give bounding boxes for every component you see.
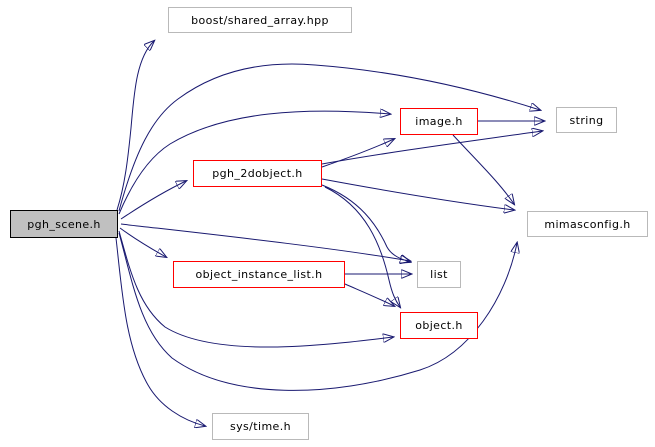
node-object-instance-list-h-label: object_instance_list.h xyxy=(195,268,323,281)
node-pgh-scene-h-label: pgh_scene.h xyxy=(27,217,101,231)
edge-pgh-scene-to-sys-time xyxy=(115,237,205,426)
edge-pgh-scene-to-boost-shared-array xyxy=(116,41,154,211)
node-mimasconfig-h: mimasconfig.h xyxy=(527,211,648,237)
edge-pgh-scene-to-pgh-2dobject xyxy=(120,181,186,220)
edge-pgh-2dobject-to-string xyxy=(321,131,542,165)
node-list: list xyxy=(417,261,461,288)
node-string: string xyxy=(556,107,617,133)
edge-pgh-2dobject-to-object xyxy=(324,186,400,307)
edge-pgh-2dobject-to-mimasconfig xyxy=(321,178,514,210)
node-string-label: string xyxy=(569,113,604,127)
edge-object-instance-list-to-object xyxy=(344,283,394,306)
edge-pgh-scene-to-mimasconfig xyxy=(118,232,517,391)
edge-image-to-mimasconfig xyxy=(452,134,514,204)
node-image-h-label: image.h xyxy=(415,115,463,128)
node-pgh-scene-h: pgh_scene.h xyxy=(10,210,118,238)
edge-pgh-scene-to-object-instance-list xyxy=(119,227,166,257)
node-list-label: list xyxy=(430,268,448,281)
edge-pgh-scene-to-string xyxy=(118,63,540,212)
node-boost-shared-array-hpp-label: boost/shared_array.hpp xyxy=(191,13,329,27)
node-object-h-label: object.h xyxy=(415,319,463,332)
edge-pgh-2dobject-to-list xyxy=(321,184,410,262)
edge-pgh-scene-to-image xyxy=(118,111,390,215)
edge-pgh-2dobject-to-image xyxy=(321,139,394,168)
node-mimasconfig-h-label: mimasconfig.h xyxy=(544,217,631,231)
node-pgh-2dobject-h[interactable]: pgh_2dobject.h xyxy=(193,160,322,187)
node-boost-shared-array-hpp: boost/shared_array.hpp xyxy=(168,7,352,33)
edge-pgh-scene-to-object xyxy=(118,230,393,348)
node-image-h[interactable]: image.h xyxy=(400,108,478,135)
edge-pgh-scene-to-list xyxy=(120,223,410,261)
node-object-instance-list-h[interactable]: object_instance_list.h xyxy=(173,261,345,288)
node-sys-time-h: sys/time.h xyxy=(212,413,309,440)
node-pgh-2dobject-h-label: pgh_2dobject.h xyxy=(212,167,303,180)
node-object-h[interactable]: object.h xyxy=(400,312,478,339)
node-sys-time-h-label: sys/time.h xyxy=(230,420,291,433)
